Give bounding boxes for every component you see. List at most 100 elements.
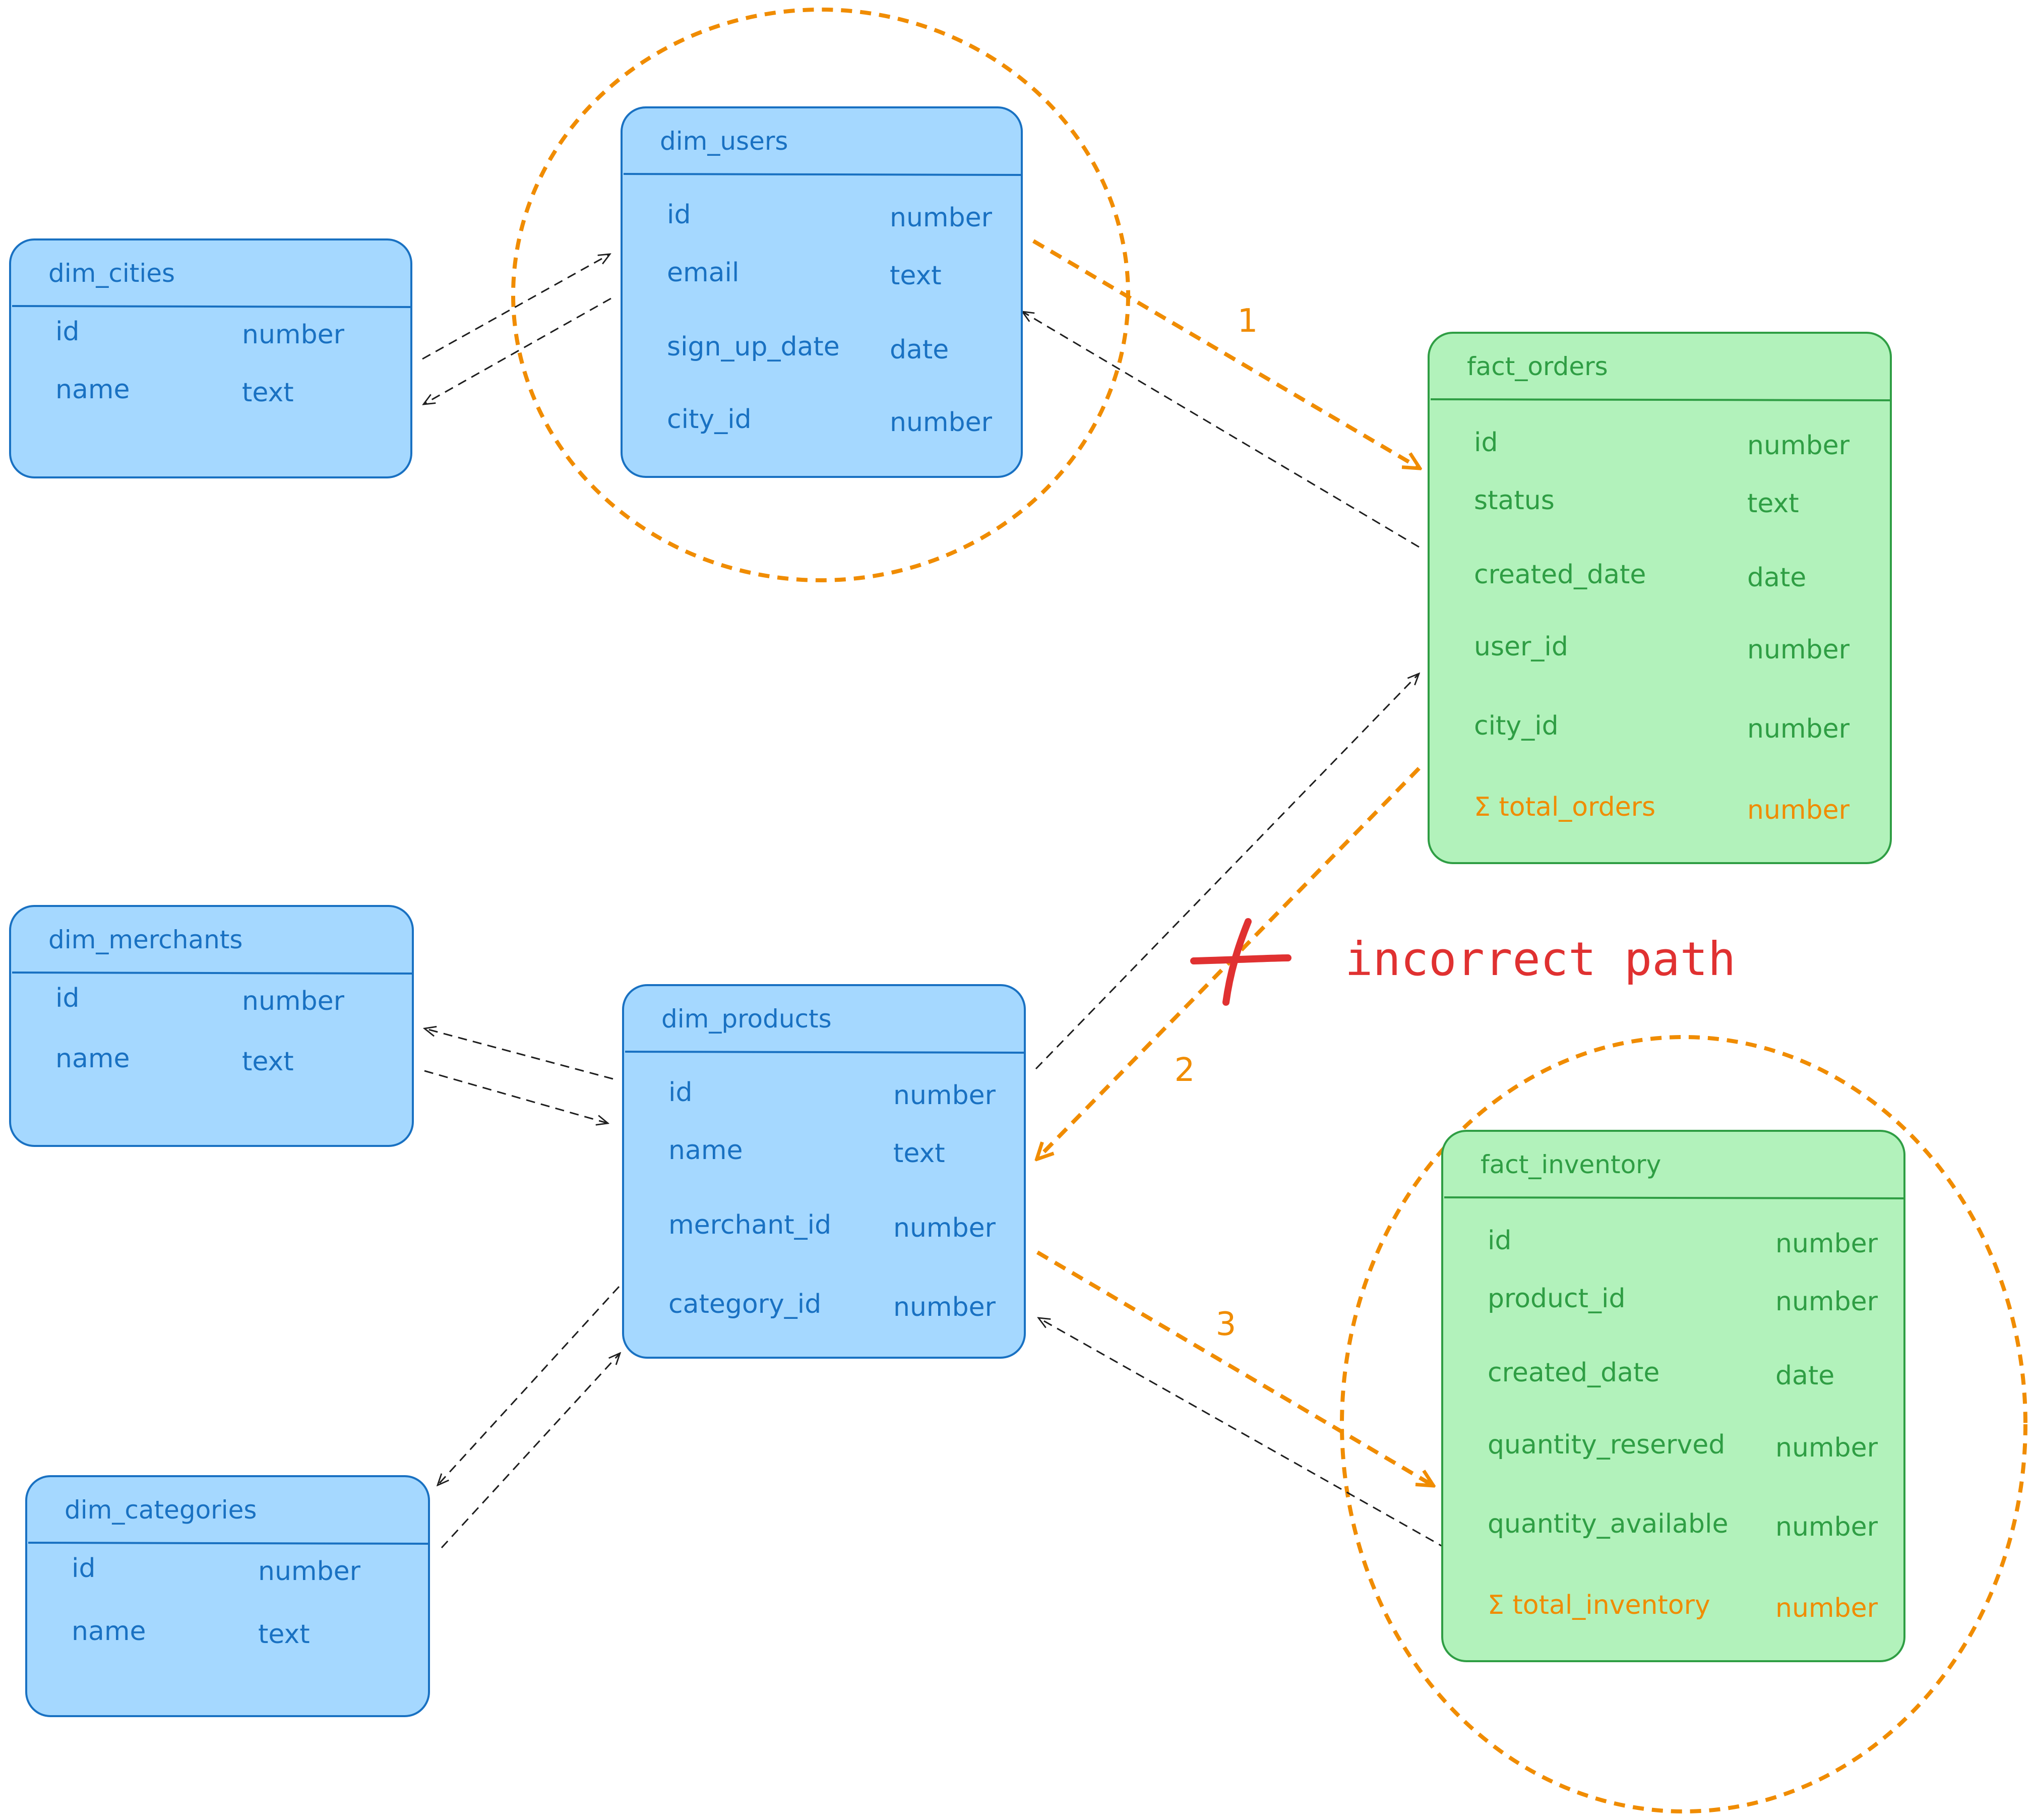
field-name: sign_up_date	[667, 332, 840, 362]
field-type: number	[893, 1080, 996, 1111]
table-header-divider	[1444, 1196, 1904, 1199]
field-type: date	[890, 335, 949, 365]
table-box	[1441, 1130, 1905, 1662]
table-title: dim_categories	[65, 1495, 257, 1525]
field-name: name	[668, 1135, 743, 1166]
path-label-3: 3	[1216, 1306, 1237, 1343]
field-type: number	[1775, 1593, 1878, 1623]
field-type: number	[1747, 795, 1850, 825]
field-type: number	[890, 203, 993, 233]
field-name: name	[55, 375, 130, 405]
field-type: number	[1775, 1287, 1878, 1317]
table-title: dim_products	[661, 1004, 832, 1034]
table-box	[9, 238, 412, 478]
table-header-divider	[12, 305, 411, 308]
relation-products-to-categories	[438, 1286, 620, 1485]
field-type: text	[893, 1138, 945, 1169]
field-type: number	[1747, 714, 1850, 744]
table-header-divider	[12, 972, 412, 975]
table-box	[621, 106, 1023, 478]
field-name: merchant_id	[668, 1210, 831, 1240]
table-header-divider	[625, 1051, 1024, 1054]
relation-categories-to-products	[441, 1353, 620, 1549]
field-type: number	[1775, 1433, 1878, 1463]
table-title: fact_orders	[1467, 352, 1608, 381]
field-type: text	[242, 378, 294, 408]
field-name: name	[55, 1044, 130, 1074]
relation-orders-to-users	[1022, 312, 1420, 548]
table-box	[622, 984, 1026, 1359]
field-name: created_date	[1488, 1358, 1659, 1388]
field-name: Σ total_orders	[1474, 792, 1655, 822]
table-header-divider	[623, 173, 1021, 176]
field-name: Σ total_inventory	[1488, 1590, 1710, 1620]
path-label-1: 1	[1238, 302, 1258, 340]
field-type: number	[1775, 1512, 1878, 1542]
field-type: number	[242, 320, 345, 350]
field-name: user_id	[1474, 632, 1568, 662]
field-name: id	[55, 983, 79, 1013]
path-step2-orders-to-products	[1037, 767, 1421, 1159]
table-title: dim_users	[660, 127, 788, 156]
field-name: category_id	[668, 1289, 821, 1319]
field-name: quantity_available	[1488, 1509, 1729, 1539]
relation-merchants-to-products	[424, 1070, 608, 1123]
field-name: id	[55, 317, 79, 347]
field-name: id	[668, 1077, 692, 1108]
field-name: quantity_reserved	[1488, 1430, 1725, 1460]
incorrect-path-annotation: incorrect path	[1345, 932, 1736, 986]
field-type: number	[1747, 431, 1850, 461]
cross-mark-icon	[1190, 918, 1291, 1006]
field-name: id	[1488, 1226, 1511, 1256]
field-type: text	[890, 261, 942, 291]
relation-cities-to-users	[422, 254, 610, 360]
relation-inventory-to-products	[1038, 1318, 1447, 1550]
table-title: fact_inventory	[1481, 1150, 1661, 1179]
field-name: created_date	[1474, 560, 1646, 590]
field-name: city_id	[1474, 711, 1559, 741]
field-name: city_id	[667, 404, 752, 435]
field-type: text	[1747, 489, 1799, 519]
table-title: dim_merchants	[48, 925, 242, 954]
field-name: email	[667, 258, 739, 288]
field-type: number	[258, 1556, 361, 1587]
path-step1-users-to-orders	[1032, 239, 1419, 468]
field-name: id	[667, 200, 691, 230]
field-name: name	[72, 1616, 146, 1647]
field-type: number	[893, 1213, 996, 1243]
field-type: date	[1747, 563, 1806, 593]
field-name: id	[72, 1553, 95, 1584]
query-path-lines	[1032, 239, 1433, 1485]
field-type: number	[890, 407, 993, 438]
field-type: number	[242, 986, 345, 1016]
table-box	[25, 1475, 430, 1717]
relation-products-to-merchants	[424, 1028, 613, 1080]
table-header-divider	[28, 1542, 428, 1545]
table-header-divider	[1430, 398, 1890, 401]
field-type: number	[1747, 635, 1850, 665]
table-title: dim_cities	[48, 259, 175, 288]
relationship-lines	[422, 254, 1447, 1550]
focus-circle-fact-inventory	[1340, 1035, 2027, 1813]
path-step3-products-to-inventory	[1036, 1250, 1433, 1485]
path-label-2: 2	[1175, 1052, 1195, 1089]
field-type: number	[1775, 1229, 1878, 1259]
field-name: id	[1474, 428, 1498, 458]
relation-products-to-orders	[1035, 674, 1419, 1070]
relation-users-to-cities	[423, 297, 611, 404]
field-type: number	[893, 1292, 996, 1322]
field-name: product_id	[1488, 1284, 1625, 1314]
table-box	[1428, 332, 1892, 864]
field-name: status	[1474, 486, 1555, 516]
field-type: date	[1775, 1361, 1834, 1391]
field-type: text	[242, 1047, 294, 1077]
